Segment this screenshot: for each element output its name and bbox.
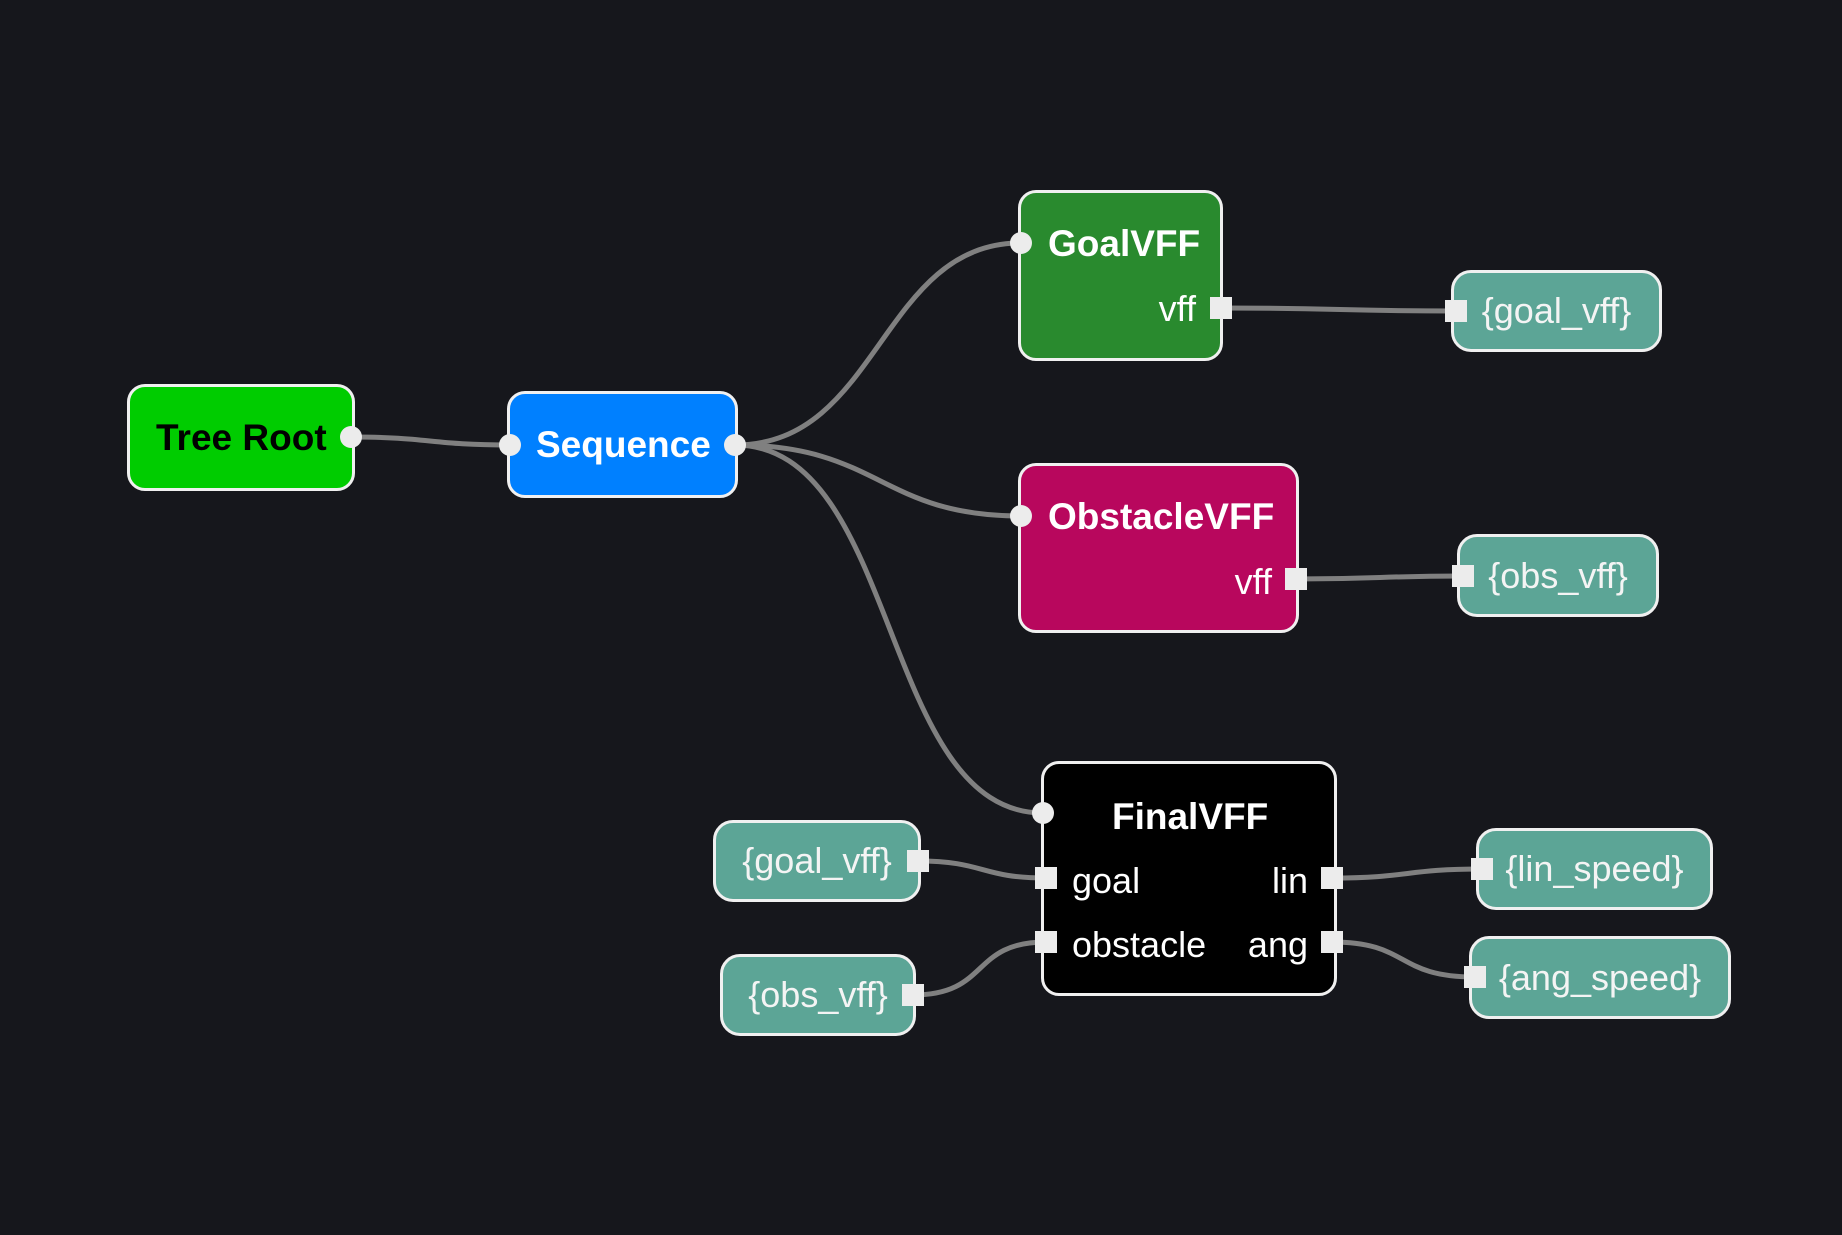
port-in[interactable] — [1010, 505, 1032, 527]
edge-final-lin — [1331, 866, 1483, 881]
blackboard-goal-vff-input[interactable]: {goal_vff} — [713, 820, 921, 902]
port-label-lin: lin — [1271, 860, 1308, 901]
port-out[interactable] — [902, 984, 924, 1006]
edge-bb-final-goal — [917, 858, 1047, 881]
obstaclevff-node[interactable]: ObstacleVFF vff — [1018, 463, 1299, 633]
port-in[interactable] — [1471, 858, 1493, 880]
port-vff[interactable] — [1285, 568, 1307, 590]
port-out[interactable] — [340, 426, 362, 448]
port-ang[interactable] — [1321, 931, 1343, 953]
port-label-goal: goal — [1072, 860, 1141, 901]
edge-sequence-obstaclevff — [734, 442, 1022, 519]
port-label-ang: ang — [1247, 924, 1308, 965]
port-in[interactable] — [499, 434, 521, 456]
sequence-node[interactable]: Sequence — [507, 391, 738, 498]
blackboard-ang-speed[interactable]: {ang_speed} — [1469, 936, 1731, 1019]
edge-goalvff-bb — [1220, 305, 1457, 314]
port-in[interactable] — [1032, 802, 1054, 824]
blackboard-lin-speed[interactable]: {lin_speed} — [1476, 828, 1713, 910]
node-title: ObstacleVFF — [1048, 496, 1275, 537]
node-title: GoalVFF — [1048, 223, 1201, 264]
edge-final-ang — [1331, 939, 1476, 980]
blackboard-goal-vff-output[interactable]: {goal_vff} — [1451, 270, 1662, 352]
edge-root-sequence — [350, 434, 511, 448]
port-obstacle[interactable] — [1035, 931, 1057, 953]
edge-bb-final-obstacle — [912, 939, 1047, 998]
port-vff[interactable] — [1210, 297, 1232, 319]
node-title: Sequence — [536, 424, 711, 465]
port-in[interactable] — [1445, 300, 1467, 322]
edge-sequence-finalvff — [734, 442, 1044, 816]
tree-root-node[interactable]: Tree Root — [127, 384, 355, 491]
port-label-vff: vff — [1234, 561, 1272, 602]
port-label-obstacle: obstacle — [1072, 924, 1207, 965]
finalvff-node[interactable]: FinalVFF goal obstacle lin ang — [1041, 761, 1337, 996]
edge-sequence-goalvff — [734, 240, 1022, 448]
port-in[interactable] — [1452, 565, 1474, 587]
node-title: FinalVFF — [1112, 796, 1269, 837]
goalvff-node[interactable]: GoalVFF vff — [1018, 190, 1223, 361]
port-goal[interactable] — [1035, 867, 1057, 889]
port-out[interactable] — [907, 850, 929, 872]
port-out[interactable] — [724, 434, 746, 456]
port-in[interactable] — [1010, 232, 1032, 254]
port-lin[interactable] — [1321, 867, 1343, 889]
blackboard-obs-vff-output[interactable]: {obs_vff} — [1457, 534, 1659, 617]
node-title: Tree Root — [156, 417, 327, 458]
blackboard-obs-vff-input[interactable]: {obs_vff} — [720, 954, 916, 1036]
port-label-vff: vff — [1158, 288, 1196, 329]
port-in[interactable] — [1464, 966, 1486, 988]
edge-obstaclevff-bb — [1295, 573, 1464, 582]
